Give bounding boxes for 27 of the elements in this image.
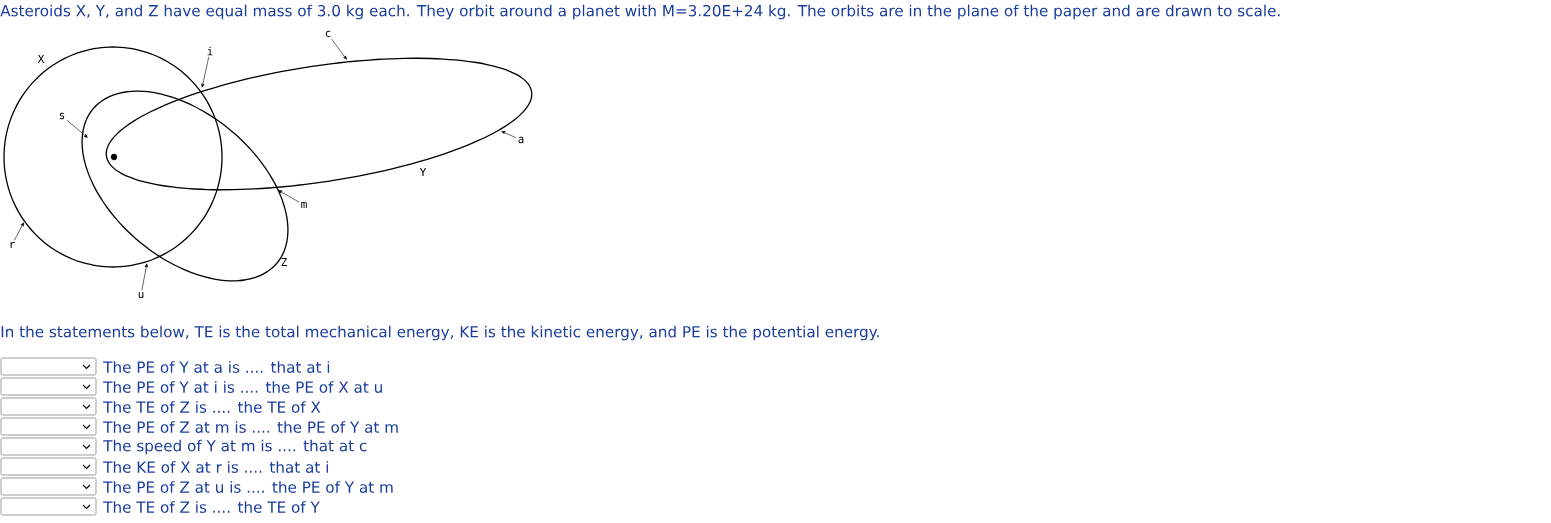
orbit-label: Y [419, 168, 427, 176]
orbit-label: X [37, 55, 45, 63]
point-letter: a [518, 136, 524, 144]
statement-text: The PE of Y at i is .... the PE of X at u [103, 381, 382, 393]
point-letter: c [325, 30, 331, 38]
statement-text: The PE of Y at a is .... that at i [103, 361, 330, 373]
leader-line [201, 56, 210, 88]
leader-line [331, 38, 347, 60]
leader-line [14, 222, 24, 241]
statement-text: The speed of Y at m is .... that at c [103, 439, 367, 455]
statement-text: The PE of Z at m is .... the PE of Y at m [103, 421, 398, 433]
leader-line [141, 263, 148, 291]
orbit-label: Z [281, 258, 287, 266]
leader-line [501, 131, 517, 139]
leader-line [66, 119, 88, 138]
point-letter: s [59, 112, 65, 120]
point-letter: r [10, 241, 15, 249]
point-letter: u [138, 291, 144, 299]
leader-line [278, 190, 300, 203]
statement-text: The PE of Z at u is .... the PE of Y at m [103, 481, 393, 493]
instruction-text: In the statements below, TE is the total mechanical energy, KE is the kinetic energy, and PE is the potential energy. [1, 325, 879, 341]
statement-text: The TE of Z is .... the TE of Y [103, 501, 320, 513]
statement-text: The TE of Z is .... the TE of X [103, 401, 321, 413]
title: Asteroids X, Y, and Z have equal mass of 3.0 kg each. They orbit around a planet with M=3.20E+24 kg. The orbits are in the plane of the paper and are drawn to scale. [0, 4, 1280, 20]
statement-text: The KE of X at r is .... that at i [103, 461, 328, 473]
point-letter: m [301, 201, 307, 209]
point-letter: i [207, 46, 213, 56]
